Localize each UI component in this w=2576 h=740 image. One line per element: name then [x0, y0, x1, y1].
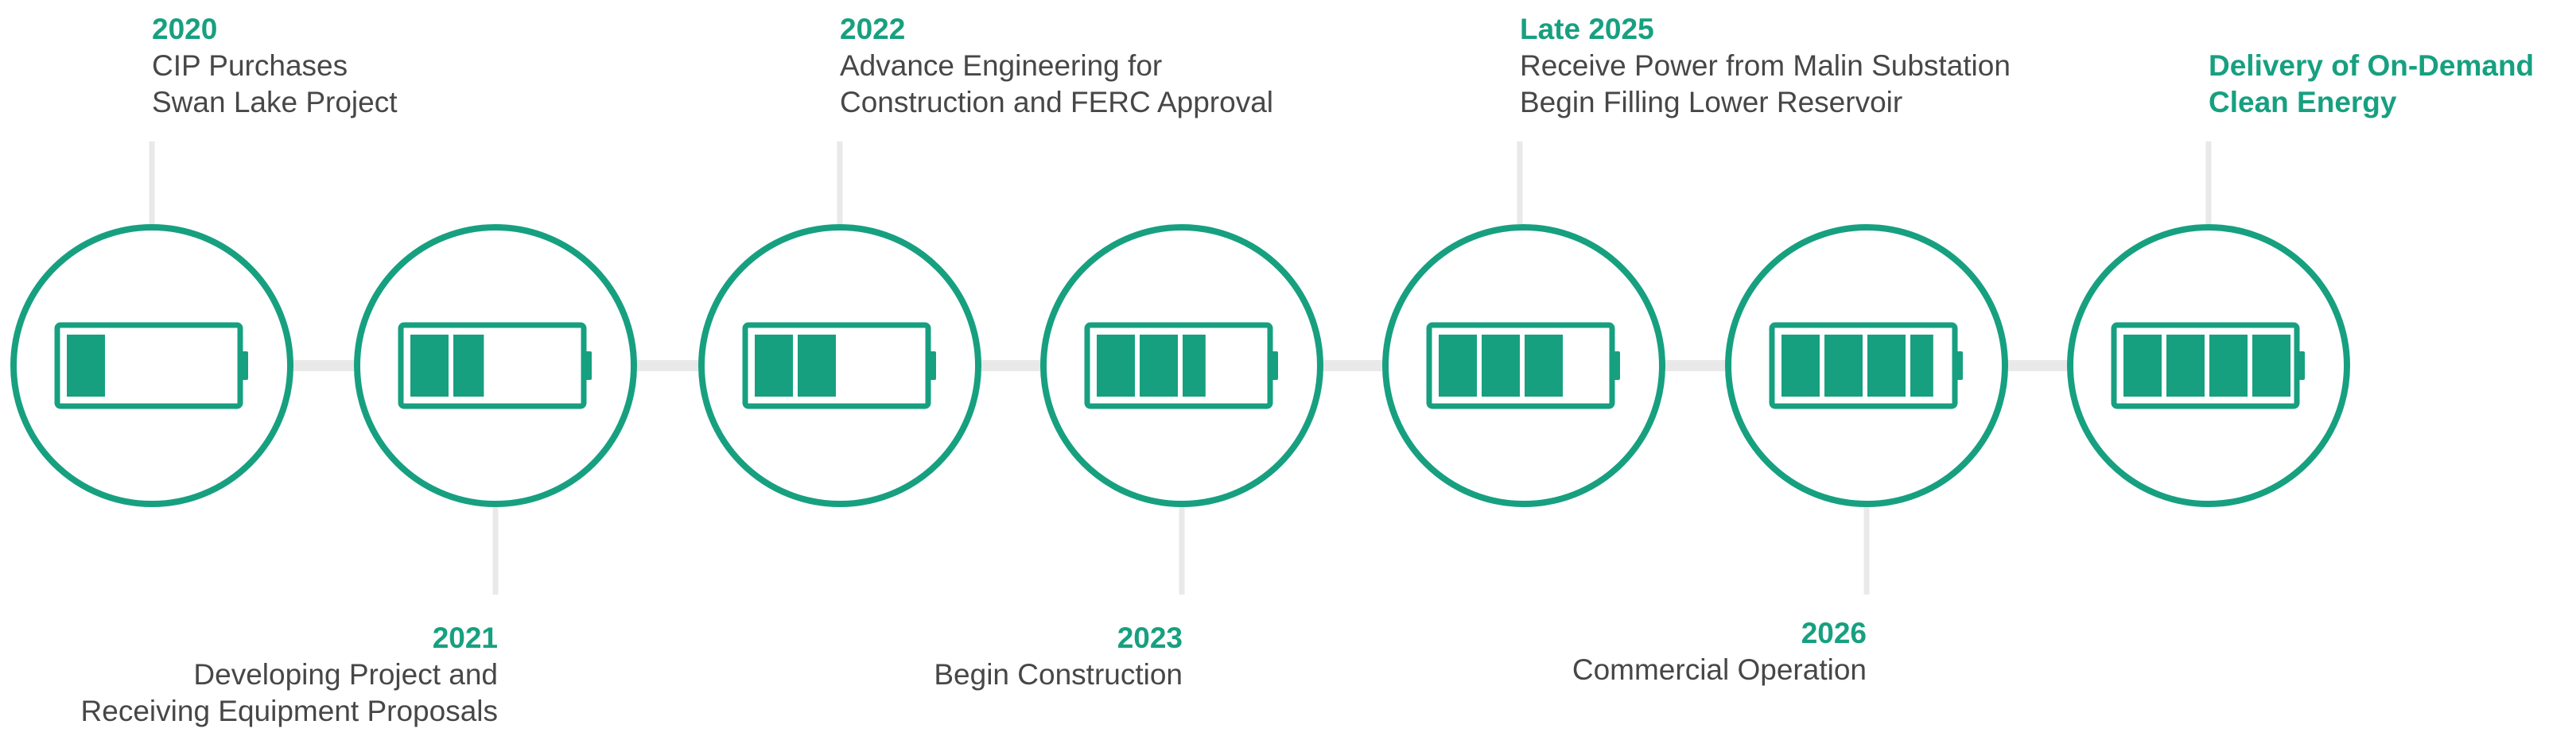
milestone-final: Delivery of On-Demand Clean Energy: [2209, 48, 2534, 121]
milestone-desc-line: Construction and FERC Approval: [840, 86, 1273, 118]
milestone-year: Late 2025: [1520, 13, 1654, 45]
milestone-year: 2021: [432, 622, 498, 654]
milestone-year: 2022: [840, 13, 906, 45]
node-ring: [1382, 224, 1665, 507]
milestone-2020: 2020 CIP Purchases Swan Lake Project: [152, 11, 398, 121]
milestone-desc-line: Receive Power from Malin Substation: [1520, 49, 2011, 82]
milestone-2021: 2021 Developing Project and Receiving Eq…: [81, 620, 498, 730]
milestone-desc-line: Commercial Operation: [1572, 653, 1867, 686]
node-ring: [10, 224, 293, 507]
milestone-desc-line: Swan Lake Project: [152, 86, 398, 118]
charge-segment: [2252, 335, 2290, 397]
charge-segment: [1097, 335, 1135, 397]
charge-segment: [410, 335, 449, 397]
milestone-2022: 2022 Advance Engineering for Constructio…: [840, 11, 1273, 121]
charge-segment: [453, 335, 484, 397]
battery-terminal: [1270, 351, 1278, 380]
battery-terminal: [2297, 351, 2305, 380]
battery-node: [2067, 224, 2350, 507]
charge-segment: [2166, 335, 2205, 397]
milestone-year: 2026: [1801, 617, 1867, 649]
milestone-desc-line: Developing Project and: [193, 658, 498, 691]
battery-terminal: [1955, 351, 1963, 380]
battery-terminal: [584, 351, 592, 380]
milestone-desc-line: Receiving Equipment Proposals: [80, 695, 498, 727]
battery-node: [1382, 224, 1665, 507]
milestone-desc-line: Begin Construction: [934, 658, 1183, 691]
battery-node: [698, 224, 981, 507]
battery-node: [354, 224, 637, 507]
battery-terminal: [928, 351, 936, 380]
charge-segment: [1482, 335, 1520, 397]
leader-lines: [149, 141, 2212, 595]
milestone-2023: 2023 Begin Construction: [934, 620, 1183, 693]
charge-segment: [2123, 335, 2162, 397]
final-label-line: Clean Energy: [2209, 86, 2397, 118]
milestone-2026: 2026 Commercial Operation: [1572, 615, 1867, 688]
charge-segment: [1781, 335, 1820, 397]
milestone-year: 2023: [1117, 622, 1183, 654]
charge-segment: [1910, 335, 1933, 397]
node-ring: [698, 224, 981, 507]
node-ring: [1040, 224, 1323, 507]
charge-segment: [1867, 335, 1906, 397]
milestone-desc-line: Begin Filling Lower Reservoir: [1520, 86, 1903, 118]
charge-segment: [1525, 335, 1563, 397]
charge-segment: [1183, 335, 1206, 397]
node-ring: [2067, 224, 2350, 507]
charge-segment: [755, 335, 793, 397]
charge-segment: [1824, 335, 1863, 397]
milestone-late-2025: Late 2025 Receive Power from Malin Subst…: [1520, 11, 2011, 121]
battery-terminal: [1612, 351, 1620, 380]
battery-nodes: [10, 224, 2350, 507]
battery-terminal: [240, 351, 248, 380]
node-ring: [354, 224, 637, 507]
charge-segment: [1439, 335, 1477, 397]
milestone-year: 2020: [152, 13, 218, 45]
charge-segment: [1140, 335, 1178, 397]
battery-node: [1040, 224, 1323, 507]
battery-node: [1725, 224, 2008, 507]
charge-segment: [67, 335, 105, 397]
charge-segment: [2209, 335, 2248, 397]
node-ring: [1725, 224, 2008, 507]
charge-segment: [798, 335, 836, 397]
battery-node: [10, 224, 293, 507]
final-label-line: Delivery of On-Demand: [2209, 49, 2535, 82]
milestone-desc-line: CIP Purchases: [152, 49, 348, 82]
milestone-desc-line: Advance Engineering for: [840, 49, 1163, 82]
